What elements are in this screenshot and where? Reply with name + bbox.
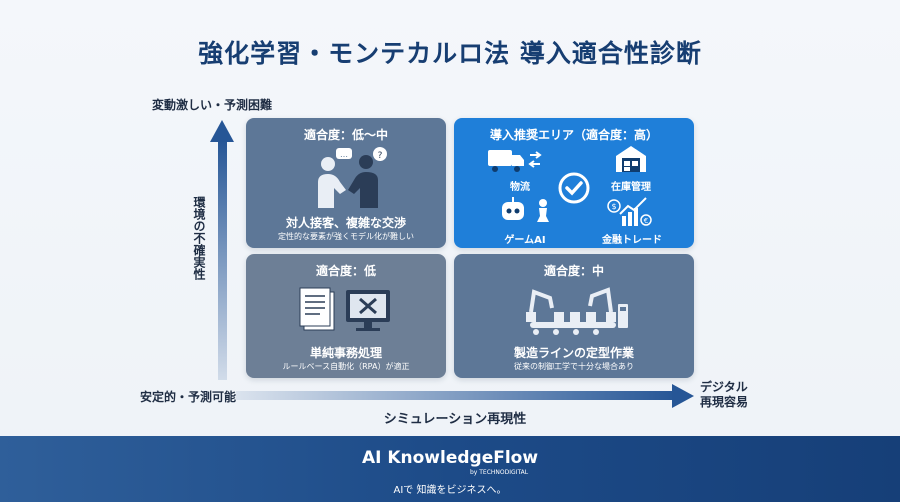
x-axis-right-label: デジタル 再現容易: [700, 380, 748, 410]
quadrant-main-text: 製造ラインの定型作業: [513, 346, 634, 360]
robot-icon: [498, 196, 528, 230]
x-axis-line: [236, 391, 676, 400]
robot-arms-icon: [520, 284, 630, 344]
quadrant-sub-text: ルールベース自動化（RPA）が適正: [282, 362, 410, 371]
chess-icon: [534, 198, 552, 228]
x-axis-arrow-icon: [672, 384, 694, 408]
x-axis-left-label: 安定的・予測可能: [140, 390, 237, 404]
y-axis-top-label: 変動激しい・予測困難: [152, 98, 273, 112]
documents-monitor-icon: [298, 286, 394, 340]
quadrant-heading: 適合度：低: [315, 264, 376, 278]
truck-icon: [488, 148, 544, 178]
brand-byline: by TECHNODIGITAL: [470, 469, 529, 476]
y-axis-arrow-icon: [210, 120, 234, 142]
quadrant-main-text: 対人接客、複雑な交渉: [285, 216, 406, 230]
quadrant-heading: 導入推奨エリア（適合度：高）: [489, 128, 658, 142]
y-axis-label: 環境の不確実性: [192, 196, 206, 280]
handshake-people-icon: … ?: [306, 146, 390, 214]
svg-text:$: $: [611, 202, 616, 211]
quadrant-bottom-right: 適合度：中 製造ラインの定型作業 従来の制御工学で十分な場合あり: [454, 254, 694, 378]
quadrant-bottom-left: 適合度：低 単純事務処理 ルールベース自動化（RPA）が適正: [246, 254, 446, 378]
warehouse-icon: [614, 144, 648, 178]
quadrant-sub-text: 定性的な要素が強くモデル化が難しい: [278, 232, 414, 241]
quadrant-top-right: 導入推奨エリア（適合度：高） 物流 在庫管理: [454, 118, 694, 248]
svg-text:€: €: [644, 217, 648, 225]
finance-chart-icon: $ €: [606, 194, 652, 232]
item-logistics: 物流: [510, 182, 530, 193]
quadrant-heading: 適合度：中: [543, 264, 604, 278]
quadrant-top-left: 適合度：低〜中 … ? 対人接客、複雑な交渉 定性的な要素が強くモデル化が難しい: [246, 118, 446, 248]
item-inventory: 在庫管理: [611, 182, 651, 193]
x-axis-right-line2: 再現容易: [700, 395, 749, 409]
brand-tagline: AIで 知識をビジネスへ。: [393, 485, 507, 496]
svg-text:…: …: [340, 150, 348, 159]
brand-logo-text: AI KnowledgeFlow: [361, 448, 539, 468]
page-title: 強化学習・モンテカルロ法 導入適合性診断: [198, 39, 702, 68]
svg-text:?: ?: [378, 151, 383, 161]
check-circle-icon: [558, 172, 590, 208]
quadrant-main-text: 単純事務処理: [309, 346, 382, 360]
y-axis-line: [218, 140, 227, 380]
x-axis-label: シミュレーション再現性: [383, 412, 527, 427]
item-game-ai: ゲームAI: [504, 235, 546, 246]
item-finance-trade: 金融トレード: [602, 235, 662, 246]
x-axis-right-line1: デジタル: [700, 380, 748, 394]
footer-banner: AI KnowledgeFlow by TECHNODIGITAL AIで 知識…: [0, 436, 900, 502]
quadrant-sub-text: 従来の制御工学で十分な場合あり: [514, 362, 634, 371]
quadrant-heading: 適合度：低〜中: [303, 128, 388, 142]
